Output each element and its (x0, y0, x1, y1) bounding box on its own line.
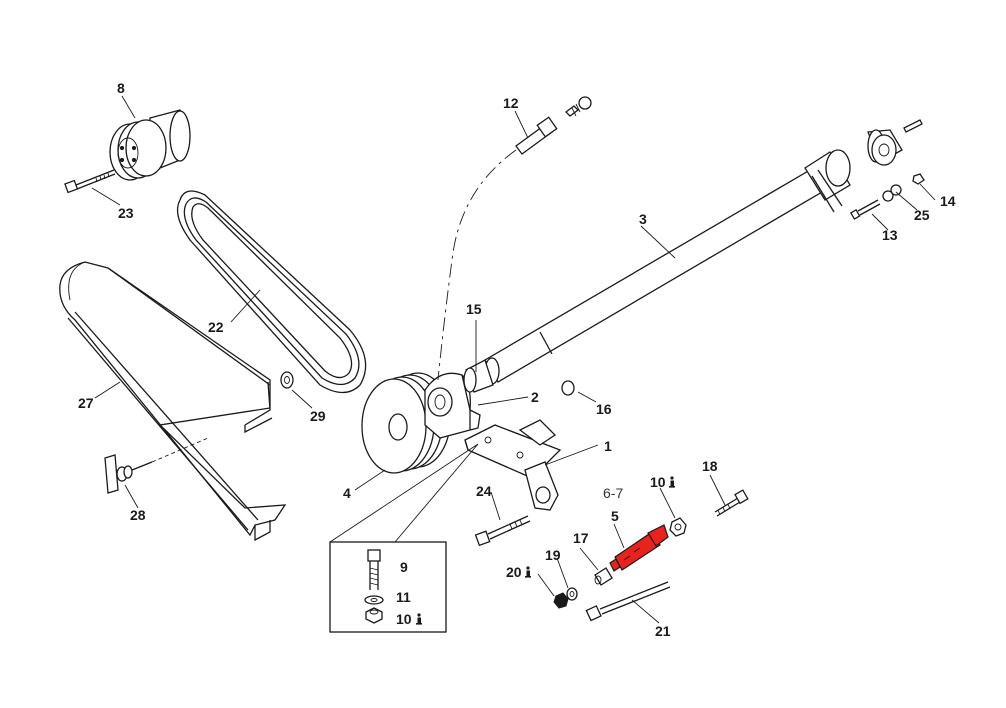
part-1-bracket[interactable] (464, 419, 562, 511)
part-10-nut[interactable] (669, 517, 687, 537)
leader-lines (91, 95, 936, 624)
part-25-washers[interactable] (882, 184, 902, 202)
label-10-inset: 10 (396, 611, 412, 627)
part-9-bolt[interactable] (367, 549, 381, 590)
label-24: 24 (476, 483, 492, 499)
label-25: 25 (914, 207, 930, 223)
part-18-bolt[interactable] (714, 489, 749, 517)
info-icon (416, 613, 422, 625)
part-28-latch[interactable] (104, 437, 209, 494)
label-5: 5 (611, 508, 619, 524)
part-24-bolt[interactable] (474, 515, 531, 547)
label-6-7: 6-7 (603, 485, 623, 501)
part-key[interactable] (903, 119, 923, 133)
part-17-spacer[interactable] (594, 567, 613, 586)
part-3-shaft[interactable] (484, 149, 851, 385)
part-19-washer[interactable] (566, 587, 578, 601)
label-17: 17 (573, 530, 589, 546)
part-11-washer[interactable] (364, 595, 384, 605)
label-12: 12 (503, 95, 519, 111)
detail-inset (329, 443, 479, 633)
part-15-sleeve[interactable] (463, 359, 494, 393)
label-13: 13 (882, 227, 898, 243)
part-22-v-belt[interactable] (176, 190, 367, 394)
label-1: 1 (604, 438, 612, 454)
inset-box (329, 541, 447, 633)
label-4: 4 (343, 485, 351, 501)
label-21: 21 (655, 623, 671, 639)
part-pulley-right[interactable] (867, 129, 903, 166)
part-27-belt-guard[interactable] (59, 261, 287, 542)
part-8-pulley[interactable] (109, 109, 191, 181)
label-16: 16 (596, 401, 612, 417)
part-29-washer[interactable] (280, 371, 294, 389)
label-9: 9 (400, 559, 408, 575)
part-23-bolt[interactable] (64, 169, 116, 194)
part-12-grease-fitting[interactable] (437, 96, 592, 381)
part-21-bolt[interactable] (585, 581, 671, 622)
label-29: 29 (310, 408, 326, 424)
part-14-nut[interactable] (912, 173, 925, 185)
label-18: 18 (702, 458, 718, 474)
label-28: 28 (130, 507, 146, 523)
label-14: 14 (940, 193, 956, 209)
label-3: 3 (639, 211, 647, 227)
label-19: 19 (545, 547, 561, 563)
part-labels: 8 23 22 27 28 29 4 2 1 3 15 12 16 13 14 … (78, 80, 956, 639)
part-20-nut[interactable] (553, 592, 569, 609)
label-23: 23 (118, 205, 134, 221)
part-16-o-ring[interactable] (561, 380, 575, 396)
label-11: 11 (396, 589, 411, 605)
label-10-upper: 10 (650, 474, 666, 490)
part-13-bolt[interactable] (850, 199, 881, 220)
label-27: 27 (78, 395, 94, 411)
part-10-nut-inset[interactable] (365, 607, 383, 624)
label-2: 2 (531, 389, 539, 405)
info-icon (669, 476, 675, 488)
label-8: 8 (117, 80, 125, 96)
label-20: 20 (506, 564, 522, 580)
info-icon (525, 566, 531, 578)
part-5-tensioner-highlighted[interactable] (609, 524, 669, 572)
label-15: 15 (466, 301, 482, 317)
label-22: 22 (208, 319, 224, 335)
